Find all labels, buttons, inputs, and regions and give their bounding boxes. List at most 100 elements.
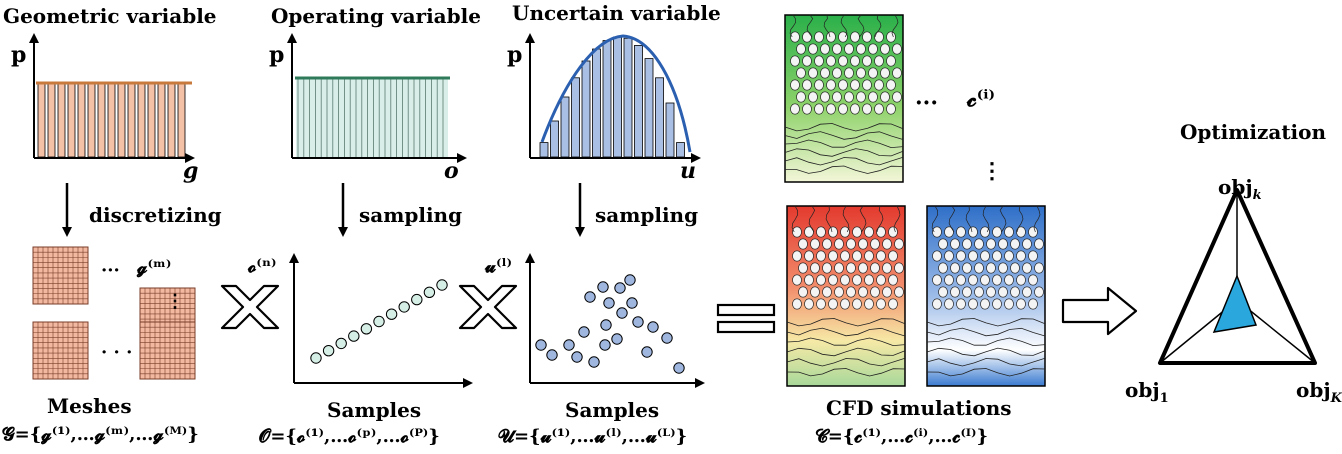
cfd-tube	[790, 79, 800, 91]
cfd-tube	[882, 286, 892, 298]
cfd-tube	[1010, 286, 1020, 298]
cfd-tube	[850, 31, 860, 43]
geometric-bar	[57, 83, 66, 158]
cfd-tube	[944, 274, 954, 286]
cfd-tube	[892, 43, 902, 55]
cfd-tube	[834, 286, 844, 298]
cfd-tube	[846, 238, 856, 250]
cfd-tube	[846, 286, 856, 298]
cfd-tube	[880, 67, 890, 79]
cfd-tube	[840, 274, 850, 286]
sample-u-point	[641, 346, 653, 358]
cfd-tube	[838, 31, 848, 43]
cfd-tube	[944, 226, 954, 238]
sample-o-point	[398, 301, 410, 313]
cfd-tube	[816, 298, 826, 310]
mesh-dots-vertical: ⋮	[166, 291, 184, 312]
cfd-tube	[1010, 262, 1020, 274]
cfd-tube	[808, 43, 818, 55]
cfd-tube	[1004, 274, 1014, 286]
cfd-tube	[980, 226, 990, 238]
cfd-tube	[1028, 274, 1038, 286]
cfd-tube	[892, 67, 902, 79]
cfd-tube	[832, 43, 842, 55]
sample-u-point	[588, 356, 600, 368]
cfd-tube	[998, 286, 1008, 298]
cfd-tube	[1028, 250, 1038, 262]
cfd-tube	[950, 238, 960, 250]
cfd-tube	[956, 274, 966, 286]
cfd-tube	[822, 262, 832, 274]
cfd-tube	[962, 238, 972, 250]
cfd-tube	[804, 298, 814, 310]
cfd-streamline	[926, 368, 1046, 377]
optimization-title: Optimization	[1180, 120, 1327, 144]
cfd-tube	[868, 91, 878, 103]
cfd-dots-vertical: ⋮	[981, 158, 1003, 184]
cfd-tube	[888, 274, 898, 286]
cfd-tube	[956, 250, 966, 262]
uncertain-bar	[623, 37, 633, 158]
cfd-inlet-line	[982, 205, 990, 233]
cfd-streamline	[926, 327, 1046, 337]
cfd-tube	[834, 238, 844, 250]
cfd-tube	[798, 238, 808, 250]
cfd-inlet-line	[893, 205, 901, 233]
sample-u-point	[614, 282, 626, 294]
sample-u-point	[661, 332, 673, 344]
cfd-tube	[846, 262, 856, 274]
cfd-tube	[974, 262, 984, 274]
cfd-inlet-line	[808, 205, 816, 233]
cfd-streamline	[926, 337, 1046, 347]
cfd-tube	[808, 67, 818, 79]
cfd-tube	[932, 250, 942, 262]
sample-o-point	[373, 315, 385, 328]
mesh-grid	[32, 246, 89, 305]
cfd-inlet-line	[1016, 205, 1024, 233]
cfd-tube	[828, 250, 838, 262]
cfd-tube	[980, 298, 990, 310]
cfd-tube	[810, 286, 820, 298]
cfd-tube	[938, 262, 948, 274]
cfd-tube	[798, 262, 808, 274]
samples-o-points	[310, 279, 448, 364]
cfd-tube	[968, 226, 978, 238]
sample-o-point	[322, 345, 335, 357]
cfd-tube	[814, 55, 824, 67]
cfd-tube	[880, 91, 890, 103]
cfd-tube	[886, 55, 896, 67]
cfd-tube	[850, 55, 860, 67]
sample-o-point	[348, 330, 360, 342]
cfd-tube	[826, 31, 836, 43]
cfd-inlet-line	[948, 205, 956, 233]
geometric-bar	[47, 83, 56, 158]
cfd-tube	[840, 298, 850, 310]
sample-o-point	[310, 352, 322, 364]
cfd-tube	[894, 238, 904, 250]
sample-u-point	[632, 316, 644, 328]
cfd-panel-green	[784, 14, 904, 183]
radar-label-right-text: obj	[1296, 378, 1331, 402]
operating-o-axis-label: o	[444, 158, 459, 184]
cfd-inlet-line	[859, 205, 867, 233]
sample-u-point	[599, 339, 611, 351]
cfd-streamline	[786, 327, 906, 337]
sample-u-point	[624, 274, 636, 286]
sample-o-point	[423, 286, 436, 298]
cfd-tube	[894, 262, 904, 274]
sample-u-point	[597, 281, 609, 293]
cfd-tube	[820, 67, 830, 79]
cfd-tube	[826, 79, 836, 91]
cfd-tube	[974, 238, 984, 250]
cfd-tube	[864, 250, 874, 262]
cfd-tube	[822, 286, 832, 298]
uncertain-u-axis-label: u	[680, 158, 696, 184]
radar-label-left: obj1	[1125, 380, 1169, 405]
uncertain-bar	[560, 96, 570, 158]
uncertain-bar	[613, 36, 622, 158]
cfd-tube	[876, 298, 886, 310]
uncertain-bar	[602, 40, 612, 158]
cfd-tube	[832, 91, 842, 103]
uncertain-bar	[655, 77, 664, 158]
uncertain-bar	[550, 120, 559, 158]
